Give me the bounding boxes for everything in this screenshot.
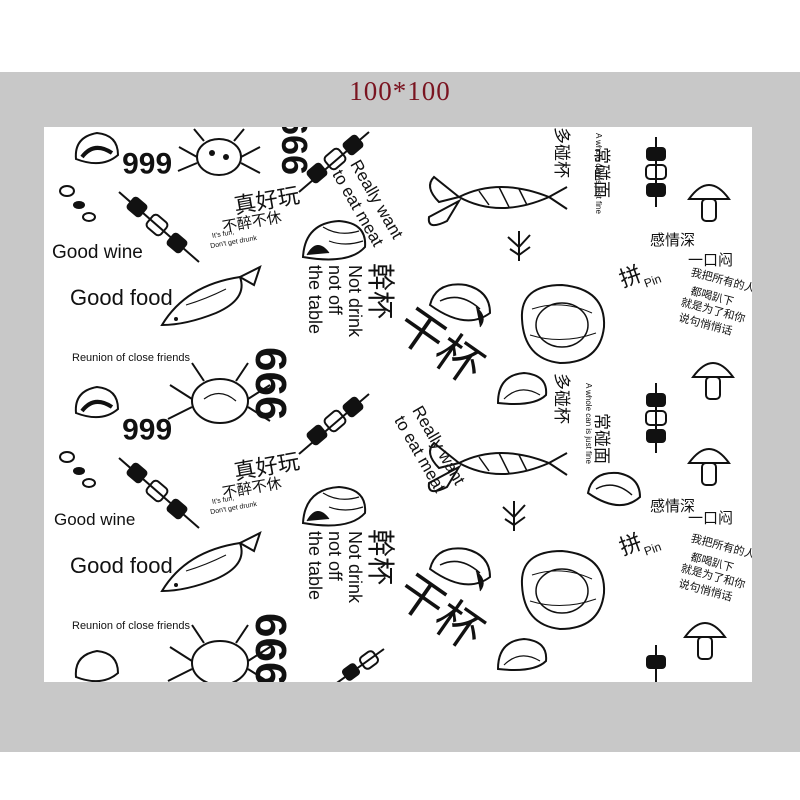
not-drink-line-3: the table [305,265,325,335]
gan-qing-shen-text-2: 感情深 [650,497,696,515]
skewer-icon-2 [636,137,676,207]
yi-kou-men-text: 一口闷 [688,251,734,269]
crab-icon-2 [164,359,274,439]
good-wine-text: Good wine [52,242,143,263]
not-drink-line-2: not off [325,265,345,315]
mushroom-icon [684,175,734,225]
pin-text-2: 拼 [616,530,646,562]
seaweed-icon [504,227,534,261]
skewer-icon-5 [636,383,676,453]
seaweed-icon-2 [499,497,529,531]
fish-icon-2 [156,531,266,601]
oyster-icon-2 [512,545,612,635]
mushroom-icon-2 [688,353,738,403]
skewer-icon-6 [114,453,204,533]
size-label: 100*100 [349,76,451,106]
not-drink-line-1b: Not drink [345,531,365,604]
six-nine-text-4: 666 [122,412,173,445]
reunion-text: Reunion of close friends [72,352,191,364]
lobster-icon [419,157,569,237]
not-drink-line-3b: the table [305,531,325,601]
yi-kou-men-text-2: 一口闷 [688,509,734,527]
mushroom-icon-4 [680,613,730,663]
good-food-text-2: Good food [70,553,173,578]
pin-en-text: Pin [642,271,664,291]
good-wine-text-2: Good wine [54,510,136,529]
shell-icon [299,217,369,267]
pebbles-icon-2 [59,449,99,489]
pin-en-text-2: Pin [642,539,664,559]
whole-can-text: A whole can is just fine [594,133,603,214]
gan-qing-shen-text: 感情深 [650,231,696,249]
not-drink-line-2b: not off [325,531,345,581]
skewer-icon-3 [114,187,204,267]
clam-icon-3 [72,383,122,425]
oyster-icon [512,279,612,369]
pin-text: 拼 [616,262,646,294]
skewer-icon-7 [329,647,389,682]
reunion-text-2: Reunion of close friends [72,620,191,632]
six-nine-text: 666 [122,146,173,179]
good-food-text: Good food [70,285,173,310]
pebbles-icon [59,183,99,223]
duo-peng-bei-text: 多碰杯 [551,127,571,178]
gan-bei-2-text-2: 幹杯 [364,529,397,586]
lobster-icon-2 [419,423,569,503]
skewer-icon-4 [294,389,374,459]
clam-icon-2 [426,277,496,333]
crab-icon [174,127,264,187]
fish-icon [156,265,266,335]
clam-icon-5 [584,467,644,517]
clam-icon-4 [426,541,496,597]
not-drink-line-1: Not drink [345,265,365,338]
shell-icon-4 [494,635,550,675]
clam-icon [72,129,122,171]
clam-icon-6 [72,647,122,682]
pattern-sheet: 666 666 Really want to eat meat 多碰杯 常碰面 … [44,127,752,682]
mushroom-icon-3 [684,439,734,489]
skewer-icon-8 [636,645,676,682]
shell-icon-2 [494,369,550,409]
chang-peng-mian-text-2: 常碰面 [591,413,611,464]
shell-icon-3 [299,483,369,533]
crab-icon-3 [164,621,274,682]
skewer-icon [294,127,374,197]
duo-peng-bei-text-2: 多碰杯 [551,373,571,424]
gan-bei-2-text: 幹杯 [364,263,397,320]
whole-can-text-2: A whole can is just fine [584,383,593,464]
